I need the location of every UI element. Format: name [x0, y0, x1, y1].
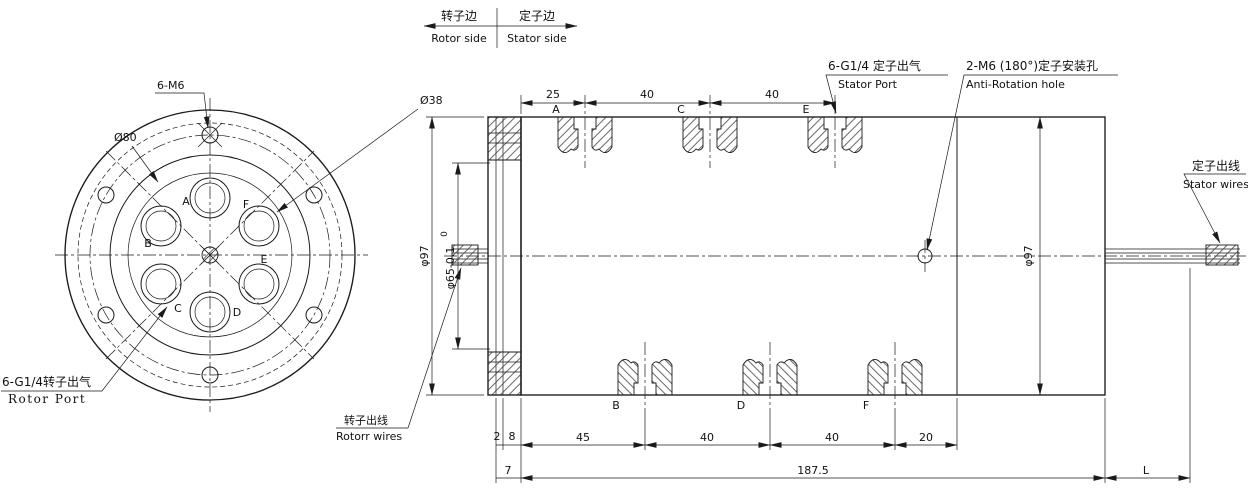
- rotor-port-f: [238, 205, 280, 247]
- dim-45: 45: [576, 431, 590, 444]
- rotor-flange: [487, 116, 522, 396]
- leader-anti-rotation: [926, 74, 1118, 251]
- rotor-wires: [451, 244, 488, 266]
- port-labels-side: A C E B D F: [552, 103, 869, 412]
- dim-40-1: 40: [640, 88, 654, 101]
- port-label-a-front: A: [182, 195, 190, 208]
- port-label-c-side: C: [677, 103, 685, 116]
- rotor-port-label-cn: 6-G1/4转子出气: [2, 374, 91, 389]
- direction-header: 转子边 Rotor side 定子边 Stator side: [423, 8, 578, 48]
- port-label-f-side: F: [863, 399, 869, 412]
- front-view-callouts: 6-M6 Ø80 Ø38 6-G1/4转子出气 Rotor Port: [1, 79, 443, 406]
- leader-stator-port: [825, 74, 948, 114]
- dim-20: 20: [919, 431, 933, 444]
- stator-wires-label-cn: 定子出线: [1192, 158, 1240, 173]
- leader-d80: [131, 145, 159, 183]
- dia-65: φ65-0.1: [444, 247, 457, 290]
- rotor-port-a: [189, 177, 231, 219]
- leader-rotor-wires: [336, 267, 462, 429]
- bottom-dimension-chain: 2 8 45 40 40 20 7 187.5 L: [494, 268, 1191, 483]
- leader-d38: [276, 108, 419, 213]
- dim-7: 7: [505, 464, 512, 477]
- bolt-holes: [97, 122, 323, 384]
- dim-d80-label: Ø80: [114, 131, 137, 144]
- side-view: A C E B D F 25 40 40: [336, 58, 1248, 483]
- port-label-c-front: C: [174, 302, 182, 315]
- port-label-e-side: E: [803, 103, 810, 116]
- stator-port-sections-top: [557, 95, 863, 168]
- rotor-port-label-en: Rotor Port: [8, 392, 86, 406]
- stator-side-label-cn: 定子边: [519, 8, 555, 23]
- port-label-d-side: D: [737, 399, 745, 412]
- port-label-f-front: F: [243, 198, 249, 211]
- dia-97-left: φ97: [418, 245, 431, 266]
- dia-65-tol-upper: 0: [440, 231, 450, 237]
- port-label-d-front: D: [233, 306, 241, 319]
- port-label-b-front: B: [144, 237, 152, 250]
- stator-port-label-en: Stator Port: [838, 78, 898, 91]
- front-view: A B C D E F 6-M6 Ø80 Ø38 6-G1/4转子出气 Roto…: [1, 79, 443, 412]
- rotor-side-label-cn: 转子边: [441, 8, 477, 23]
- left-diameter-dimensions: φ97 φ65-0.1 0: [418, 116, 490, 396]
- dim-40-4: 40: [825, 431, 839, 444]
- dim-L: L: [1143, 464, 1150, 477]
- leader-rotor-port: [1, 306, 168, 392]
- thread-cross-mark-icon: [197, 122, 223, 148]
- stator-port-sections-bottom: [617, 342, 923, 412]
- stator-side-label-en: Stator side: [507, 32, 567, 45]
- rotor-port-b: [140, 205, 182, 247]
- leader-6m6: [155, 92, 210, 129]
- dim-2: 2: [494, 430, 501, 443]
- dim-d38-label: Ø38: [420, 94, 443, 107]
- dim-25: 25: [546, 88, 560, 101]
- dim-40-3: 40: [700, 431, 714, 444]
- port-labels-front: A B C D E F: [144, 195, 267, 319]
- dim-6m6-label: 6-M6: [157, 79, 184, 92]
- right-diameter-dimension: φ97: [1022, 116, 1043, 396]
- dim-40-2: 40: [765, 88, 779, 101]
- side-view-callouts: 6-G1/4 定子出气 Stator Port 2-M6 (180°)定子安装孔…: [336, 58, 1248, 443]
- rotor-port-e: [238, 263, 280, 305]
- stator-port-label-cn: 6-G1/4 定子出气: [828, 58, 921, 73]
- anti-rotation-label-cn: 2-M6 (180°)定子安装孔: [966, 58, 1098, 73]
- stator-wires: [1105, 244, 1240, 266]
- leader-stator-wires: [1183, 173, 1246, 244]
- stator-wires-label-en: Stator wires: [1183, 178, 1248, 191]
- port-label-b-side: B: [612, 399, 620, 412]
- dim-8: 8: [509, 430, 516, 443]
- rotor-port-c: [140, 263, 182, 305]
- anti-rotation-label-en: Anti-Rotation hole: [966, 78, 1065, 91]
- anti-rotation-hole: [917, 240, 933, 272]
- center-cross-mark-icon: [200, 245, 220, 265]
- dim-187-5: 187.5: [797, 464, 829, 477]
- rotor-wires-label-cn: 转子出线: [344, 413, 388, 427]
- rotor-ports-front: [140, 177, 280, 333]
- port-label-e-front: E: [261, 253, 268, 266]
- rotor-port-d: [189, 291, 231, 333]
- rotor-side-label-en: Rotor side: [431, 32, 487, 45]
- port-label-a-side: A: [552, 103, 560, 116]
- dia-97-right: φ97: [1022, 245, 1035, 266]
- top-dimension-chain: 25 40 40: [520, 88, 836, 114]
- rotor-wires-label-en: Rotorr wires: [336, 430, 402, 443]
